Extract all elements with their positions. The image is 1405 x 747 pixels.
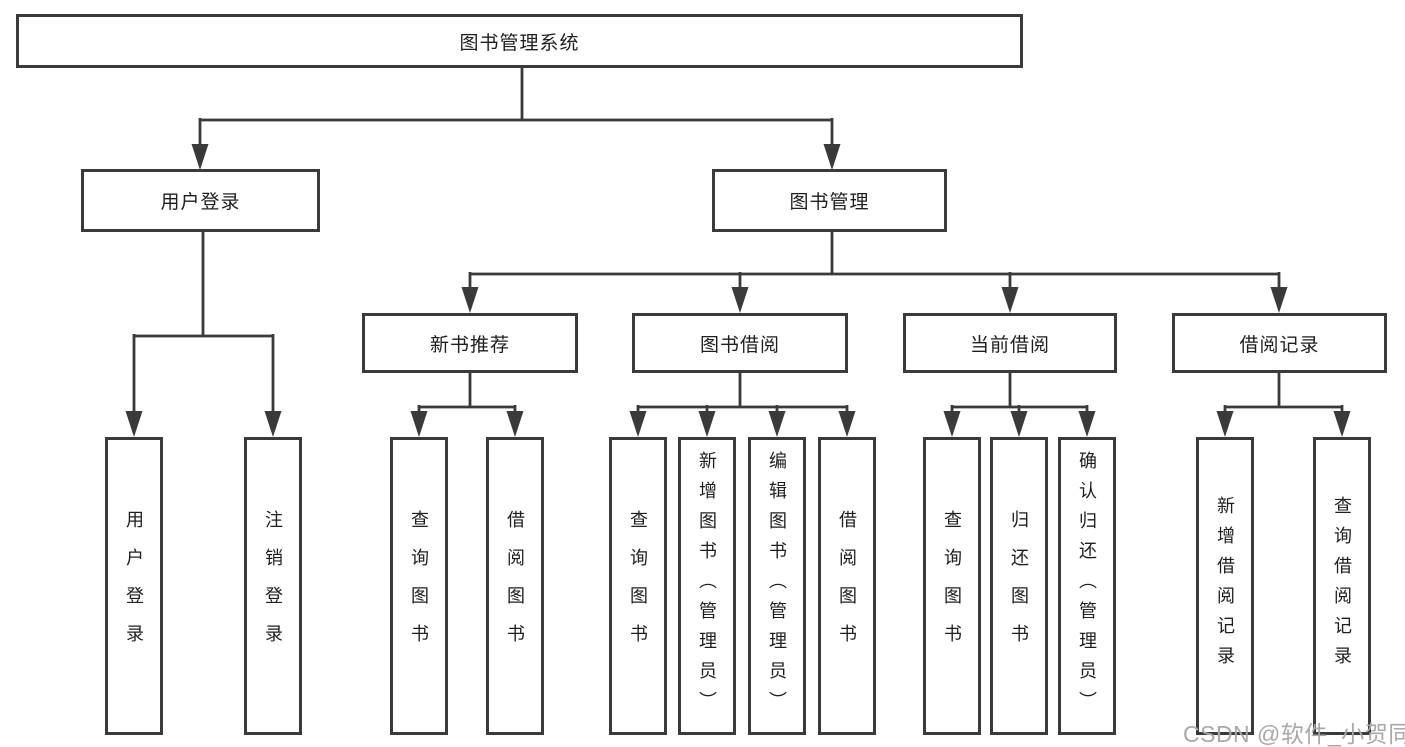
node-leaf-borrow-books: 借阅图书 [818,437,876,735]
node-leaf-add-books-admin: 新增图书（管理员） [678,437,736,735]
node-leaf-borrow-books-newbook-label: 借阅图书 [505,510,525,662]
node-leaf-add-borrow-record: 新增借阅记录 [1196,437,1254,735]
arrowhead [1001,287,1019,313]
node-book-management-label: 图书管理 [789,192,870,213]
node-new-book-recommend: 新书推荐 [362,313,578,373]
node-leaf-borrow-books-label: 借阅图书 [837,510,857,662]
node-leaf-user-login-label: 用户登录 [124,510,144,662]
node-new-book-recommend-label: 新书推荐 [429,334,510,356]
node-leaf-query-books-borrow: 查询图书 [609,437,667,735]
node-borrowing-records: 借阅记录 [1172,313,1387,373]
node-leaf-query-books-current-label: 查询图书 [942,510,962,662]
node-leaf-confirm-return-admin-label: 确认归还（管理员） [1077,451,1097,721]
arrowhead [1216,411,1234,437]
node-leaf-add-books-admin-label: 新增图书（管理员） [697,451,717,721]
node-leaf-query-books-newbook-label: 查询图书 [409,510,429,662]
arrowhead [768,411,786,437]
arrowhead [1078,411,1096,437]
node-book-borrowing-label: 图书借阅 [699,334,780,356]
arrowhead [838,411,856,437]
node-library-system-label: 图书管理系统 [459,32,580,54]
connector-mgmt-to-level3 [468,232,1281,290]
arrowhead [1333,411,1351,437]
node-leaf-logout: 注销登录 [244,437,302,735]
connector-current-to-leaves [950,373,1089,416]
arrowhead [191,144,209,170]
arrowhead [823,144,841,170]
connector-newbook-to-leaves [417,373,517,416]
node-leaf-return-books-label: 归还图书 [1009,510,1029,662]
node-leaf-return-books: 归还图书 [990,437,1048,735]
node-leaf-query-books-current: 查询图书 [923,437,981,735]
connector-borrow-to-leaves [636,373,849,416]
node-leaf-borrow-books-newbook: 借阅图书 [486,437,544,735]
connector-records-to-leaves [1223,373,1344,416]
node-leaf-query-borrow-record: 查询借阅记录 [1313,437,1371,735]
node-leaf-query-borrow-record-label: 查询借阅记录 [1332,496,1352,676]
node-leaf-add-borrow-record-label: 新增借阅记录 [1215,496,1235,676]
arrowhead [698,411,716,437]
node-current-borrowing-label: 当前借阅 [969,334,1050,356]
connector-login-to-leaves [132,232,275,414]
arrowhead [731,287,749,313]
arrowhead [943,411,961,437]
node-leaf-confirm-return-admin: 确认归还（管理员） [1058,437,1116,735]
arrowhead [410,411,428,437]
arrowhead [629,411,647,437]
node-library-system: 图书管理系统 [16,14,1023,68]
connector-root-to-level2 [198,68,834,147]
csdn-watermark: CSDN @软件_小贺同学 [1183,721,1405,747]
node-leaf-query-books-borrow-label: 查询图书 [628,510,648,662]
node-user-login: 用户登录 [81,169,320,232]
arrowhead [1270,287,1288,313]
node-leaf-logout-label: 注销登录 [263,510,283,662]
node-current-borrowing: 当前借阅 [903,313,1117,373]
arrowhead [1010,411,1028,437]
node-leaf-edit-books-admin: 编辑图书（管理员） [748,437,806,735]
node-leaf-query-books-newbook: 查询图书 [390,437,448,735]
node-borrowing-records-label: 借阅记录 [1239,334,1320,356]
arrowhead [461,287,479,313]
node-book-management: 图书管理 [712,169,947,232]
node-leaf-edit-books-admin-label: 编辑图书（管理员） [767,451,787,721]
node-leaf-user-login: 用户登录 [105,437,163,735]
node-book-borrowing: 图书借阅 [632,313,848,373]
arrowhead [264,411,282,437]
node-user-login-label: 用户登录 [160,192,241,213]
arrowhead [506,411,524,437]
arrowhead [125,411,143,437]
